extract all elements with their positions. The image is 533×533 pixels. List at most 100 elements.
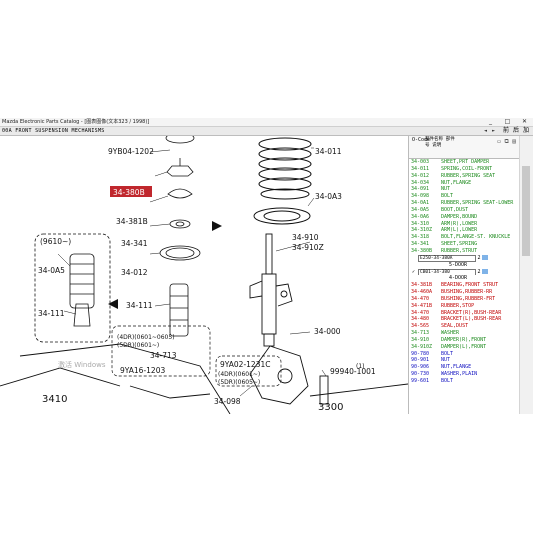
part-name: BEARING,FRONT STRUT	[441, 282, 499, 289]
label-9yb04-1202[interactable]: 9YB04-1202	[108, 147, 154, 156]
part-name: DAMPER,BOUND	[441, 213, 478, 220]
part-code: 34-460A	[411, 289, 433, 296]
prev-button[interactable]: 前	[503, 127, 510, 134]
label-34-910[interactable]: 34-910	[292, 233, 319, 242]
knuckle-drawing	[0, 343, 408, 414]
part-name: NUT,FLANGE	[441, 179, 472, 186]
part-note-row[interactable]: 4-DOOR	[409, 275, 519, 282]
callout-boxes	[111, 325, 282, 387]
coil-spring-drawing	[253, 137, 312, 225]
label-34-000[interactable]: 34-000	[314, 327, 341, 336]
close-button[interactable]: ✕	[521, 118, 528, 125]
part-code: 34-380B	[411, 247, 433, 254]
part-row[interactable]: 34-381B BEARING,FRONT STRUT	[409, 282, 519, 289]
part-name: BUSHING,RUBBER-FRT	[441, 295, 496, 302]
vertical-scrollbar[interactable]	[519, 136, 533, 414]
minimize-button[interactable]: _	[489, 118, 492, 125]
label-34-111-left[interactable]: 34-111	[38, 309, 65, 318]
part-row[interactable]: 34-098 BOLT	[409, 193, 519, 200]
part-note-row[interactable]: 5-DOOR	[409, 262, 519, 269]
add-button[interactable]: 加	[523, 127, 530, 134]
part-row[interactable]: 34-470 BRACKET(R),BUSH-REAR	[409, 310, 519, 317]
parts-diagram[interactable]: 9YB04-1202 34-380B 34-381B 34-341 34-012…	[0, 136, 409, 414]
part-code: 34-381B	[411, 282, 433, 289]
scroll-right-icon[interactable]: ►	[492, 128, 496, 134]
leader-lines	[57, 147, 327, 397]
label-34-011[interactable]: 34-011	[315, 147, 342, 156]
label-34-380b[interactable]: 34-380B	[113, 188, 145, 197]
part-code: 34-310Z	[411, 227, 433, 234]
figure-caption: 00A FRONT SUSPENSION MECHANISMS	[2, 128, 105, 134]
label-9ya02-1231c[interactable]: 9YA02-1231C	[220, 360, 270, 369]
quantity-selector[interactable]	[482, 269, 488, 274]
quantity-value: 2	[477, 254, 481, 261]
column-header-code[interactable]: O-Code	[412, 137, 431, 143]
diagram-canvas: 9YB04-1202 34-380B 34-381B 34-341 34-012…	[0, 136, 408, 414]
part-name: BRACKET(R),BUSH-REAR	[441, 309, 502, 316]
quantity-selector[interactable]	[482, 255, 488, 261]
column-header-name[interactable]: 部件名称 部件号 说明	[425, 137, 455, 148]
view-toggle-icons[interactable]: ▭ ⧉ ▤	[497, 138, 516, 145]
part-code: 34-091	[411, 186, 430, 193]
label-99940-1001[interactable]: 99940-1001	[330, 367, 376, 376]
part-code: 34-470	[411, 309, 430, 316]
label-34-0a5[interactable]: 34-0A5	[38, 266, 65, 275]
label-9ya16-1203[interactable]: 9YA16-1203	[120, 366, 165, 375]
label-34-111[interactable]: 34-111	[126, 301, 153, 310]
scrollbar-thumb[interactable]	[522, 166, 530, 256]
boot-drawing	[34, 233, 189, 343]
part-code: 34-0A1	[411, 200, 430, 207]
part-name: BOLT	[441, 193, 454, 200]
part-number-field[interactable]: E250-34-380A	[418, 255, 476, 262]
label-34-713[interactable]: 34-713	[150, 351, 177, 360]
label-qty-1: (1)	[356, 363, 365, 370]
part-code	[409, 275, 441, 282]
label-4dr-0601: (4DR)(0601~)	[218, 371, 260, 378]
part-code: 34-098	[411, 193, 430, 200]
maximize-button[interactable]: □	[504, 118, 511, 125]
next-button[interactable]: 后	[513, 127, 520, 134]
part-code: 90-780	[411, 350, 430, 357]
scroll-left-icon[interactable]: ◄	[484, 128, 488, 134]
select-checkbox[interactable]: ✓	[412, 268, 416, 275]
part-number-field[interactable]: CB01-34-380	[418, 269, 476, 276]
label-34-098[interactable]: 34-098	[214, 397, 241, 406]
part-name: SPRING,COIL-FRONT	[441, 165, 493, 172]
label-34-0a3[interactable]: 34-0A3	[315, 192, 342, 201]
label-34-012[interactable]: 34-012	[121, 268, 148, 277]
label-34-381b[interactable]: 34-381B	[116, 217, 148, 226]
label-3300[interactable]: 3300	[318, 402, 343, 413]
label-34-910z[interactable]: 34-910Z	[292, 243, 324, 252]
label-3410[interactable]: 3410	[42, 394, 67, 405]
part-code: 34-310	[411, 220, 430, 227]
label-34-341[interactable]: 34-341	[121, 239, 148, 248]
